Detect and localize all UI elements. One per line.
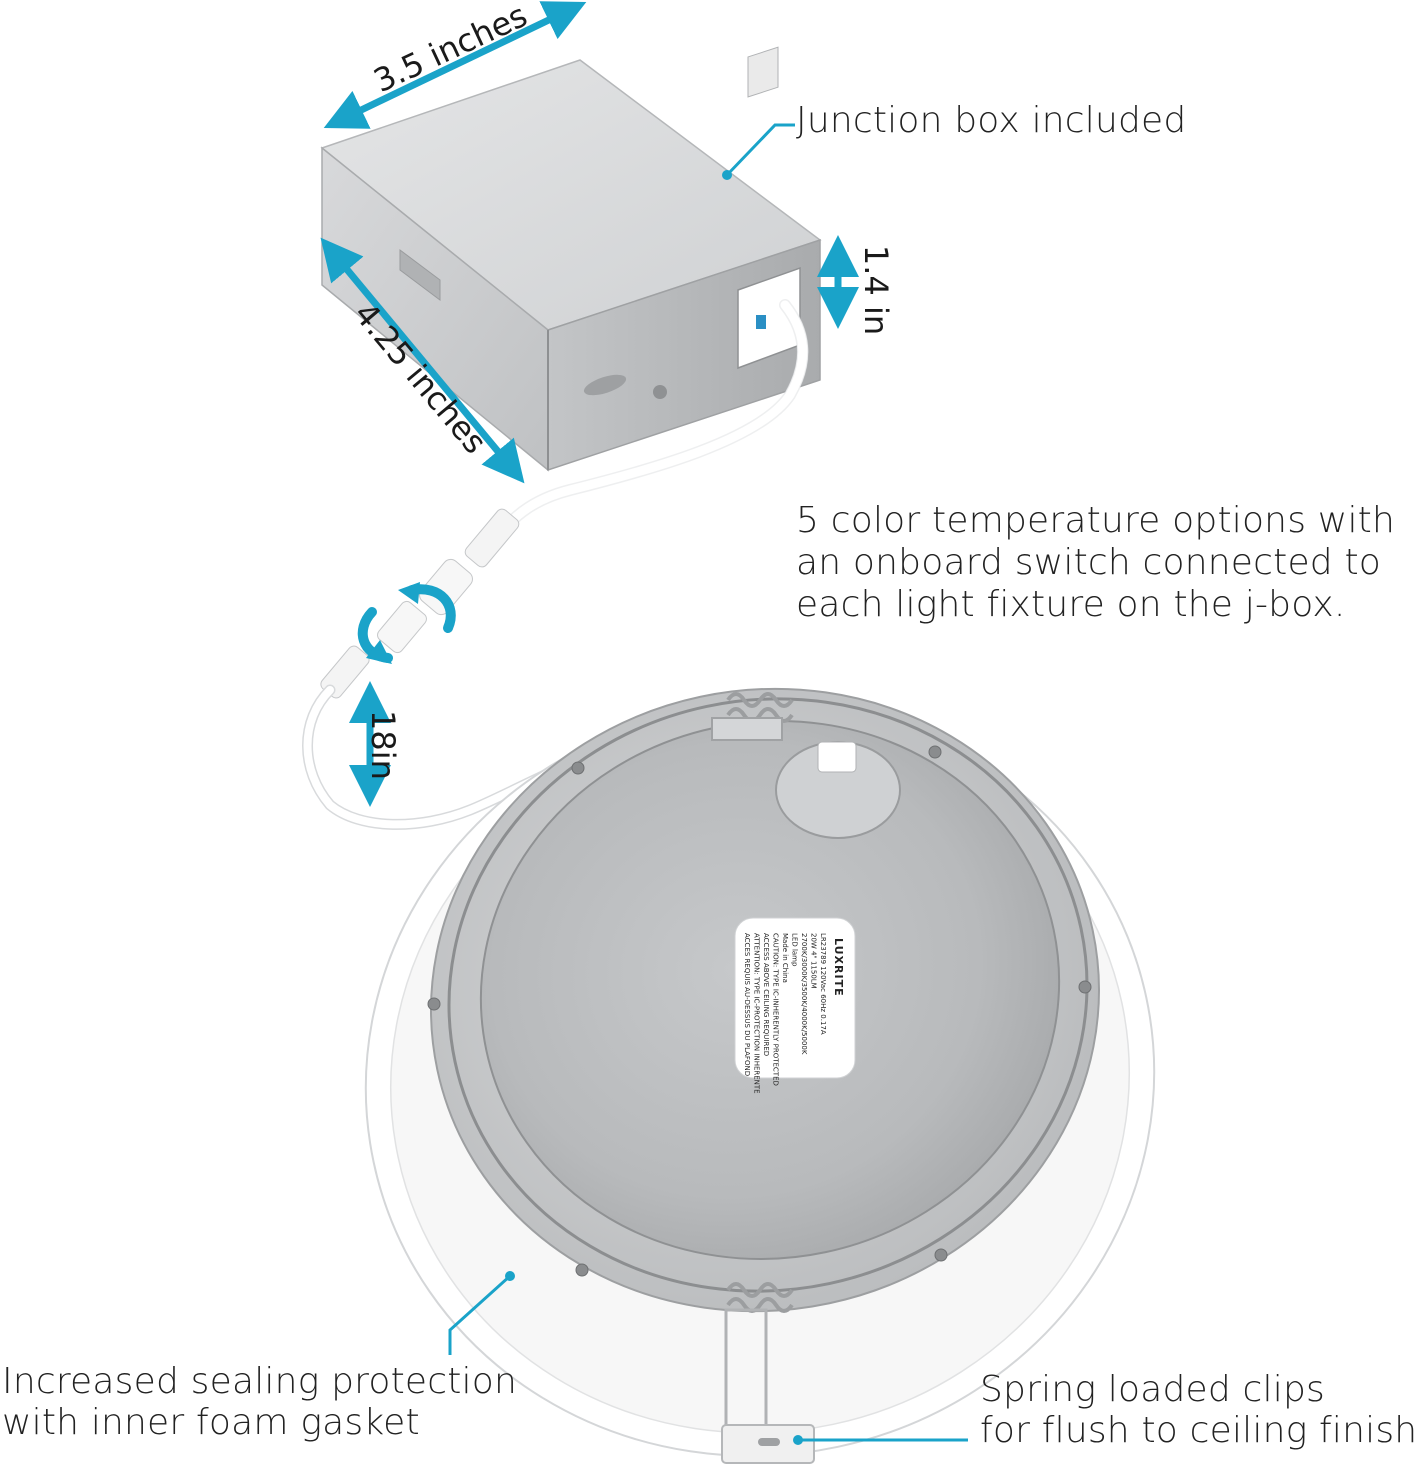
label-text-line: LED lamp	[791, 933, 799, 967]
callout-line: each light fixture on the j-box.	[796, 584, 1346, 626]
label-text-line: LR23789 120Vac 60Hz 0.17A	[819, 933, 827, 1035]
power-cable	[302, 299, 834, 830]
spring-clip-bottom	[721, 1282, 815, 1464]
leader-clips	[793, 1435, 968, 1445]
callout-line: an onboard switch connected to	[796, 542, 1382, 584]
spring-clip-top	[711, 692, 794, 741]
label-text-line: Made in China	[781, 933, 789, 983]
height-dimension-label: 1.4 in	[857, 245, 895, 335]
callout-line: for flush to ceiling finish	[980, 1409, 1414, 1451]
label-text-line: 2700K/3000K/3500K/4000K/5000K	[800, 933, 808, 1055]
label-text-line: ACCES REQUIS AU-DESSUS DU PLAFOND	[743, 933, 751, 1076]
callout-line: Spring loaded clips	[980, 1369, 1325, 1410]
gasket-callout: Increased sealing protection with inner …	[2, 1361, 517, 1443]
callout-line: with inner foam gasket	[2, 1401, 420, 1443]
label-text-line: CAUTION: TYPE IC-INHERENTLY PROTECTED	[772, 933, 780, 1086]
color-temperature-callout: 5 color temperature options with an onbo…	[796, 500, 1395, 626]
junction-box-callout: Junction box included	[796, 100, 1187, 141]
cable-dimension-label: 18in	[364, 710, 402, 780]
spring-clips-callout: Spring loaded clips for flush to ceiling…	[980, 1369, 1414, 1451]
cable-connector	[320, 508, 520, 699]
label-brand: LUXRITE	[832, 938, 845, 997]
junction-box	[320, 46, 822, 472]
connect-arrows-icon	[357, 582, 456, 664]
label-text-line: ATTENTION: TYPE IC-PROTECTION INHERENTE	[753, 933, 761, 1094]
callout-line: 5 color temperature options with	[796, 500, 1395, 541]
label-text-line: 20W 4" 1150LM	[810, 933, 818, 989]
dimension-cable: 18in	[349, 681, 402, 807]
label-text-line: ACCESS ABOVE CEILING REQUIRED	[762, 933, 770, 1056]
callout-line: Increased sealing protection	[2, 1361, 517, 1402]
dimension-height: 1.4 in	[817, 235, 895, 335]
leader-junction	[722, 123, 795, 180]
leader-gasket	[448, 1271, 515, 1355]
